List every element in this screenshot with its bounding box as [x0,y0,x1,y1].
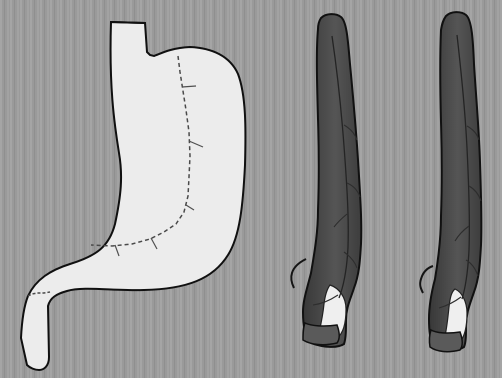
gastric-tube-end-cap [303,323,339,345]
gastric-tube-end-cap [429,330,462,352]
stomach-top-edge [111,22,145,23]
